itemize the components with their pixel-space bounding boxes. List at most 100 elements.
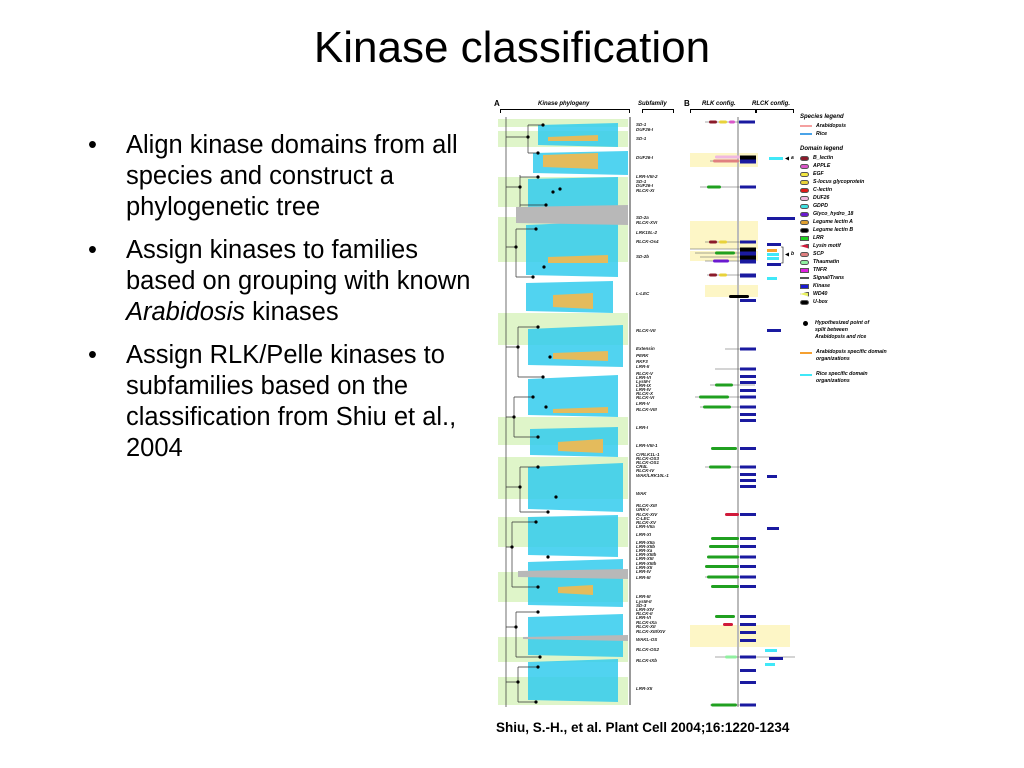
u-box-swatch-icon: [800, 299, 809, 305]
subfamily-label: SD-1: [636, 179, 647, 184]
legend-item: Thaumatin: [800, 258, 900, 266]
panel-a-label: A: [494, 99, 500, 108]
rlk-config-header: RLK config.: [702, 101, 736, 107]
legend-item: LRR: [800, 234, 900, 242]
subfamily-label: LRR-VIIa: [636, 524, 655, 529]
tnfr-swatch-icon: [800, 267, 809, 273]
subfamily-label: RLCK-Os4: [636, 239, 659, 244]
legend-note: Hypothesized point of split between Arab…: [800, 320, 900, 341]
annotation-b: b: [791, 251, 795, 257]
subfamily-label: LRR-XI: [636, 532, 651, 537]
subfamily-label: LRR-III: [636, 575, 651, 580]
legend-item: B_lectin: [800, 154, 900, 162]
subfamily-label: CrRLK1L-1: [636, 452, 660, 457]
subfamily-header: Subfamily: [638, 101, 667, 107]
subfamily-label: DUF26-I: [636, 183, 654, 188]
bullet-icon: •: [88, 341, 97, 369]
subfamily-label: RLCK-XII: [636, 624, 656, 629]
subfamily-label: RLCK-XI: [636, 188, 655, 193]
subfamily-label: LRR-VIII-1: [636, 443, 658, 448]
subfamily-label: LRK10L-2: [636, 230, 658, 235]
panel-b-label: B: [684, 99, 690, 108]
subfamily-label: SD-2b: [636, 254, 650, 259]
legend-item: Kinase: [800, 282, 900, 290]
thaumatin-swatch-icon: [800, 259, 809, 265]
subfamily-label: DUF26-I: [636, 127, 654, 132]
subfamily-label: LRR-I: [636, 425, 648, 430]
bullet-item: • Assign RLK/Pelle kinases to subfamilie…: [88, 341, 457, 462]
subfamily-label: SD-2a: [636, 215, 649, 220]
subfamily-label: SD-1: [636, 122, 647, 127]
lrr-swatch-icon: [800, 235, 809, 241]
legend-item: WD40: [800, 290, 900, 298]
subfamily-label: RLCK-XV: [636, 520, 656, 525]
s-locus-swatch-icon: [800, 179, 809, 185]
subfamily-label: RLCK-XVI: [636, 220, 658, 225]
subfamily-label: LRR-VI: [636, 375, 651, 380]
subfamily-label: LRR-XIV: [636, 607, 654, 612]
arabidopsis-specific-line-icon: [800, 352, 812, 354]
kinase-phylogeny-header: Kinase phylogeny: [538, 101, 590, 107]
bullet-item: • Assign kinases to families based on gr…: [88, 236, 471, 326]
legend-note: Arabidopsis specific domain organization…: [800, 349, 900, 363]
subfamily-label: LRR-XIIIb: [636, 561, 657, 566]
domain-diagram-svg: [690, 120, 795, 707]
subfamily-label: RLCK-XIV: [636, 512, 658, 517]
phylogeny-figure: A Kinase phylogeny Subfamily B RLK confi…: [490, 97, 900, 709]
glyco-hydro-swatch-icon: [800, 211, 809, 217]
subfamily-label: DUF26-I: [636, 155, 654, 160]
subfamily-label: LRR-V: [636, 401, 650, 406]
apple-swatch-icon: [800, 163, 809, 169]
subfamily-label: WAKL-OS: [636, 637, 658, 642]
scp-swatch-icon: [800, 251, 809, 257]
duf26-swatch-icon: [800, 195, 809, 201]
tree-svg: [498, 117, 628, 707]
subfamily-label: LRR-XIIb: [636, 544, 655, 549]
slide-title: Kinase classification: [313, 23, 711, 72]
legend-note: Rice specific domain organizations: [800, 371, 900, 385]
subfamily-label: LysM-I: [636, 379, 651, 384]
legend-item: Signal/Trans: [800, 274, 900, 282]
subfamily-label: RLCK-VII: [636, 328, 656, 333]
egf-swatch-icon: [800, 171, 809, 177]
signal-trans-swatch-icon: [800, 277, 809, 279]
subfamily-label: RLCK-IXa: [636, 620, 657, 625]
subfamily-label: RLCK-X: [636, 391, 653, 396]
subfamily-label: CR4L: [636, 464, 648, 469]
subfamily-label: LRR-III: [636, 594, 651, 599]
subfamily-label: WAK/LRK10L-1: [636, 473, 669, 478]
phylogenetic-tree: [498, 117, 628, 707]
legend-item: C-lectin: [800, 186, 900, 194]
legend-item: DUF26: [800, 194, 900, 202]
subfamily-label: LRR-XII: [636, 686, 653, 691]
legend-item: Legume lectin A: [800, 218, 900, 226]
subfamily-label: C-LEC: [636, 516, 650, 521]
subfamily-label: RLCK-VIII: [636, 407, 657, 412]
figure-legend: Species legend Arabidopsis Rice Domain l…: [800, 110, 900, 385]
subfamily-label: LRR-XIIIb: [636, 552, 657, 557]
subfamily-label: RKF3: [636, 359, 648, 364]
subfamily-label: LRR-VI: [636, 615, 651, 620]
rlck-bracket: [756, 109, 794, 113]
gdpd-swatch-icon: [800, 203, 809, 209]
kinase-swatch-icon: [800, 283, 809, 289]
subfamily-label: LRR-IV: [636, 387, 651, 392]
legend-item: GDPD: [800, 202, 900, 210]
subfamily-label: LRR-XIIa: [636, 540, 655, 545]
subfamily-label: LRR-VIII-2: [636, 174, 658, 179]
domain-legend-title: Domain legend: [800, 146, 844, 152]
legume-lectin-b-swatch-icon: [800, 227, 809, 233]
legend-item: Legume lectin B: [800, 226, 900, 234]
legend-item: Lysin motif: [800, 242, 900, 250]
subfamily-label: L-LEC: [636, 291, 650, 296]
subfamily-label: RLCK-V: [636, 371, 653, 376]
subfamily-label: LRR-IV: [636, 569, 651, 574]
legend-item: Rice: [800, 130, 900, 138]
subfamily-bracket: [642, 109, 674, 113]
bullet-icon: •: [88, 236, 97, 264]
legume-lectin-a-swatch-icon: [800, 219, 809, 225]
legend-item: S-locus glycoprotein: [800, 178, 900, 186]
split-point-dot-icon: [803, 321, 808, 326]
subfamily-label: RLCK-OS2: [636, 647, 660, 652]
subfamily-label: LRR-Xa: [636, 548, 653, 553]
